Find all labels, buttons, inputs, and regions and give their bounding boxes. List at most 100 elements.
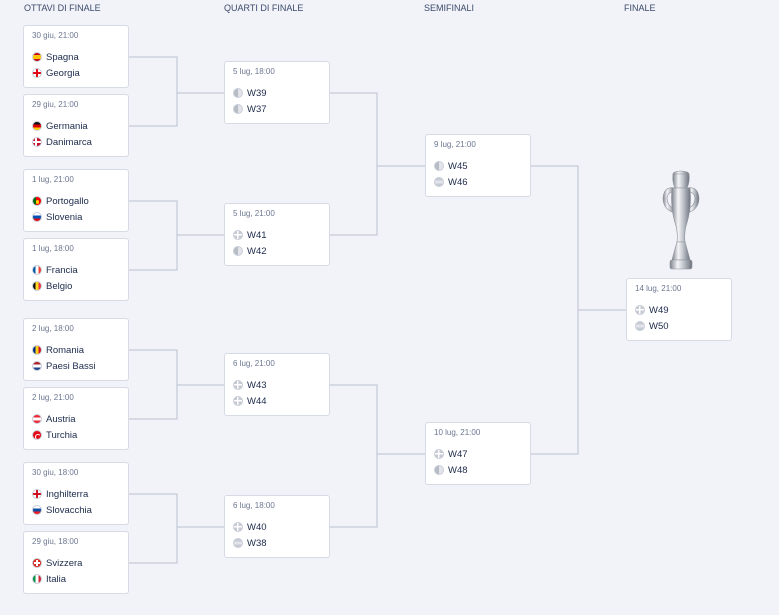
team-name: Paesi Bassi (46, 360, 96, 372)
team-row: Germania (32, 120, 88, 132)
placeholder-flag-icon (635, 305, 645, 315)
match-card-sf-2[interactable]: 10 lug, 21:00 W47 W48 (425, 422, 531, 485)
team-name: Spagna (46, 51, 79, 63)
team-name: Austria (46, 413, 76, 425)
france-flag-icon (32, 265, 42, 275)
match-date: 30 giu, 18:00 (32, 468, 79, 477)
team-name: W46 (448, 176, 468, 188)
team-row: W44 (233, 395, 267, 407)
match-card-qf-3[interactable]: 6 lug, 21:00 W43 W44 (224, 353, 330, 416)
match-card-qf-4[interactable]: 6 lug, 18:00 W40 W38 (224, 495, 330, 558)
header-semifinals: SEMIFINALI (424, 3, 475, 13)
placeholder-flag-icon (233, 380, 243, 390)
england-flag-icon (32, 489, 42, 499)
match-card-qf-1[interactable]: 5 lug, 18:00 W39 W37 (224, 61, 330, 124)
team-row: Francia (32, 264, 78, 276)
team-row: Slovenia (32, 211, 82, 223)
germany-flag-icon (32, 121, 42, 131)
team-name: W43 (247, 379, 267, 391)
slovakia-flag-icon (32, 505, 42, 515)
team-name: Francia (46, 264, 78, 276)
match-card-r16-2[interactable]: 29 giu, 21:00 Germania Danimarca (23, 94, 129, 157)
match-card-r16-5[interactable]: 2 lug, 18:00 Romania Paesi Bassi (23, 318, 129, 381)
team-row: W50 (635, 320, 669, 332)
portugal-flag-icon (32, 196, 42, 206)
match-card-r16-6[interactable]: 2 lug, 21:00 Austria Turchia (23, 387, 129, 450)
match-card-r16-1[interactable]: 30 giu, 21:00 Spagna Georgia (23, 25, 129, 88)
placeholder-flag-icon (233, 396, 243, 406)
team-row: W42 (233, 245, 267, 257)
match-date: 1 lug, 18:00 (32, 244, 74, 253)
team-name: Turchia (46, 429, 78, 441)
team-name: W50 (649, 320, 669, 332)
netherlands-flag-icon (32, 361, 42, 371)
team-row: W43 (233, 379, 267, 391)
match-date: 30 giu, 21:00 (32, 31, 79, 40)
team-name: W47 (448, 448, 468, 460)
team-row: Turchia (32, 429, 77, 441)
header-round-of-16: OTTAVI DI FINALE (24, 3, 101, 13)
team-name: W42 (247, 245, 267, 257)
team-row: W48 (434, 464, 468, 476)
placeholder-flag-icon (233, 538, 243, 548)
team-row: Romania (32, 344, 84, 356)
match-card-r16-3[interactable]: 1 lug, 21:00 Portogallo Slovenia (23, 169, 129, 232)
match-date: 29 giu, 18:00 (32, 537, 79, 546)
match-card-r16-4[interactable]: 1 lug, 18:00 Francia Belgio (23, 238, 129, 301)
team-row: W38 (233, 537, 267, 549)
team-row: Slovacchia (32, 504, 92, 516)
austria-flag-icon (32, 414, 42, 424)
team-row: Inghilterra (32, 488, 88, 500)
placeholder-flag-icon (434, 465, 444, 475)
team-name: Belgio (46, 280, 73, 292)
match-card-r16-7[interactable]: 30 giu, 18:00 Inghilterra Slovacchia (23, 462, 129, 525)
placeholder-flag-icon (635, 321, 645, 331)
match-card-qf-2[interactable]: 5 lug, 21:00 W41 W42 (224, 203, 330, 266)
match-card-final[interactable]: 14 lug, 21:00 W49 W50 (626, 278, 732, 341)
team-row: W37 (233, 103, 267, 115)
placeholder-flag-icon (233, 522, 243, 532)
denmark-flag-icon (32, 137, 42, 147)
spain-flag-icon (32, 52, 42, 62)
header-final: FINALE (624, 3, 656, 13)
match-date: 14 lug, 21:00 (635, 284, 682, 293)
team-name: Portogallo (46, 195, 89, 207)
match-date: 10 lug, 21:00 (434, 428, 481, 437)
team-row: W46 (434, 176, 468, 188)
team-row: Spagna (32, 51, 79, 63)
belgium-flag-icon (32, 281, 42, 291)
placeholder-flag-icon (233, 104, 243, 114)
team-row: W41 (233, 229, 267, 241)
header-quarterfinals: QUARTI DI FINALE (224, 3, 304, 13)
team-name: Svizzera (46, 557, 83, 569)
match-date: 1 lug, 21:00 (32, 175, 74, 184)
match-card-sf-1[interactable]: 9 lug, 21:00 W45 W46 (425, 134, 531, 197)
team-name: W44 (247, 395, 267, 407)
team-row: W45 (434, 160, 468, 172)
team-name: W39 (247, 87, 267, 99)
match-card-r16-8[interactable]: 29 giu, 18:00 Svizzera Italia (23, 531, 129, 594)
team-name: Slovenia (46, 211, 83, 223)
match-date: 6 lug, 18:00 (233, 501, 275, 510)
georgia-flag-icon (32, 68, 42, 78)
match-date: 29 giu, 21:00 (32, 100, 79, 109)
trophy-icon (662, 170, 700, 270)
match-date: 6 lug, 21:00 (233, 359, 275, 368)
team-name: W48 (448, 464, 468, 476)
team-row: W40 (233, 521, 267, 533)
team-name: Danimarca (46, 136, 92, 148)
match-date: 9 lug, 21:00 (434, 140, 476, 149)
slovenia-flag-icon (32, 212, 42, 222)
team-name: Italia (46, 573, 67, 585)
team-row: Portogallo (32, 195, 89, 207)
team-name: W41 (247, 229, 267, 241)
team-row: Paesi Bassi (32, 360, 96, 372)
team-name: Slovacchia (46, 504, 92, 516)
switzerland-flag-icon (32, 558, 42, 568)
team-row: Georgia (32, 67, 80, 79)
placeholder-flag-icon (233, 246, 243, 256)
team-row: Italia (32, 573, 66, 585)
italy-flag-icon (32, 574, 42, 584)
team-name: W49 (649, 304, 669, 316)
